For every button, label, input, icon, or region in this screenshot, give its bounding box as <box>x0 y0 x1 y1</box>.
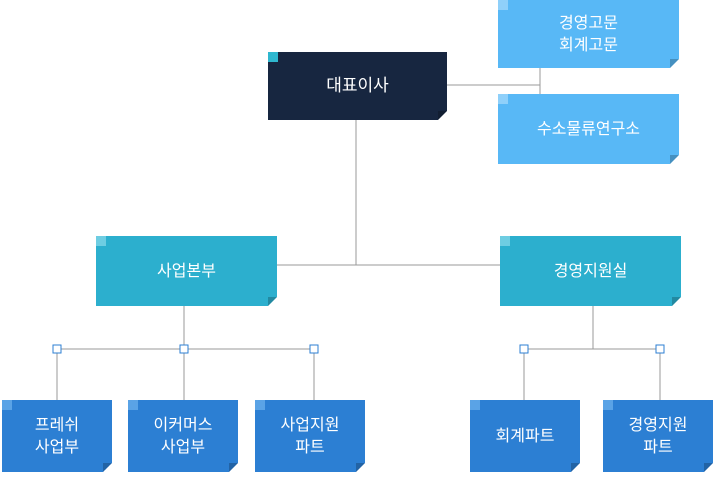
institute-box: 수소물류연구소 <box>498 94 679 164</box>
press-business-label-line2: 사업부 <box>34 437 80 456</box>
management-office-label: 경영지원실 <box>553 261 628 280</box>
accounting-part-box: 회계파트 <box>470 400 580 472</box>
folded-corner <box>268 297 277 306</box>
ecommerce-business-label-line2: 사업부 <box>160 437 206 456</box>
junction-marker <box>309 344 319 354</box>
folded-corner <box>704 463 713 472</box>
junction-marker <box>52 344 62 354</box>
corner-tab <box>470 400 480 410</box>
management-support-box: 경영지원 파트 <box>603 400 713 472</box>
business-support-label-line1: 사업지원 <box>280 415 340 434</box>
institute-label: 수소물류연구소 <box>536 119 641 138</box>
corner-tab <box>498 0 508 10</box>
corner-tab <box>500 236 510 246</box>
ceo-label: 대표이사 <box>326 76 389 96</box>
corner-tab <box>603 400 613 410</box>
advisor-label-line1: 경영고문 <box>559 13 618 32</box>
folded-corner <box>670 59 679 68</box>
business-division-label: 사업본부 <box>157 261 216 280</box>
business-support-box: 사업지원 파트 <box>255 400 365 472</box>
business-division-box: 사업본부 <box>96 236 277 306</box>
folded-corner <box>571 463 580 472</box>
folded-corner <box>670 155 679 164</box>
advisor-label-line2: 회계고문 <box>559 35 618 54</box>
ceo-box: 대표이사 <box>268 52 447 120</box>
folded-corner <box>438 111 447 120</box>
advisor-box: 경영고문 회계고문 <box>498 0 679 68</box>
management-support-label-line1: 경영지원 <box>628 415 688 434</box>
corner-tab <box>268 52 278 62</box>
corner-tab <box>2 400 12 410</box>
management-support-label-line2: 파트 <box>643 437 673 456</box>
folded-corner <box>103 463 112 472</box>
ecommerce-business-box: 이커머스 사업부 <box>128 400 238 472</box>
folded-corner <box>356 463 365 472</box>
junction-marker <box>519 344 529 354</box>
press-business-label-line1: 프레쉬 <box>34 415 80 434</box>
business-support-label-line2: 파트 <box>295 437 325 456</box>
junction-marker <box>655 344 665 354</box>
corner-tab <box>96 236 106 246</box>
corner-tab <box>255 400 265 410</box>
corner-tab <box>498 94 508 104</box>
junction-marker <box>179 344 189 354</box>
accounting-part-label: 회계파트 <box>495 426 555 445</box>
ecommerce-business-label-line1: 이커머스 <box>153 415 213 434</box>
press-business-box: 프레쉬 사업부 <box>2 400 112 472</box>
management-office-box: 경영지원실 <box>500 236 681 306</box>
folded-corner <box>229 463 238 472</box>
corner-tab <box>128 400 138 410</box>
folded-corner <box>672 297 681 306</box>
